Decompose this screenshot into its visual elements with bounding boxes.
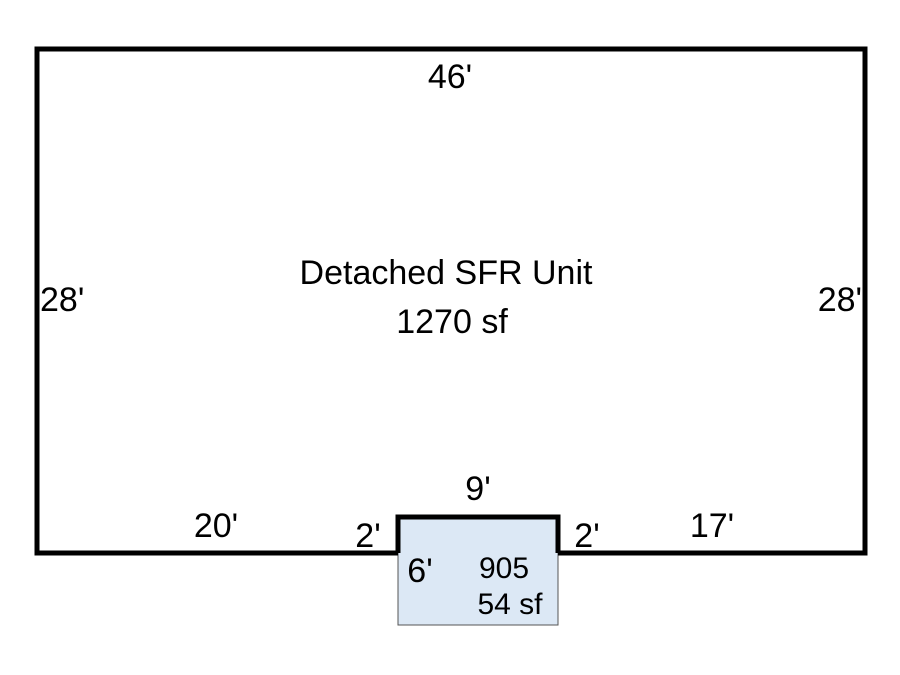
right-dimension: 28': [818, 281, 862, 319]
left-dimension: 28': [40, 281, 84, 319]
main-unit-area: 1270 sf: [396, 303, 508, 341]
bottom-right-dimension: 17': [690, 507, 734, 545]
addition-area: [397, 516, 559, 626]
addition-outline: [395, 514, 561, 553]
addition-top-dimension: 9': [465, 470, 490, 508]
addition-code: 905: [479, 552, 529, 585]
addition-step-left-dimension: 2': [355, 517, 380, 555]
bottom-left-dimension: 20': [194, 507, 238, 545]
main-unit-name: Detached SFR Unit: [300, 254, 593, 292]
addition-step-right-dimension: 2': [574, 517, 599, 555]
top-dimension: 46': [428, 58, 472, 96]
main-unit-outline: [34, 46, 868, 556]
addition-area-label: 54 sf: [477, 588, 543, 621]
addition-depth-dimension: 6': [407, 552, 432, 590]
